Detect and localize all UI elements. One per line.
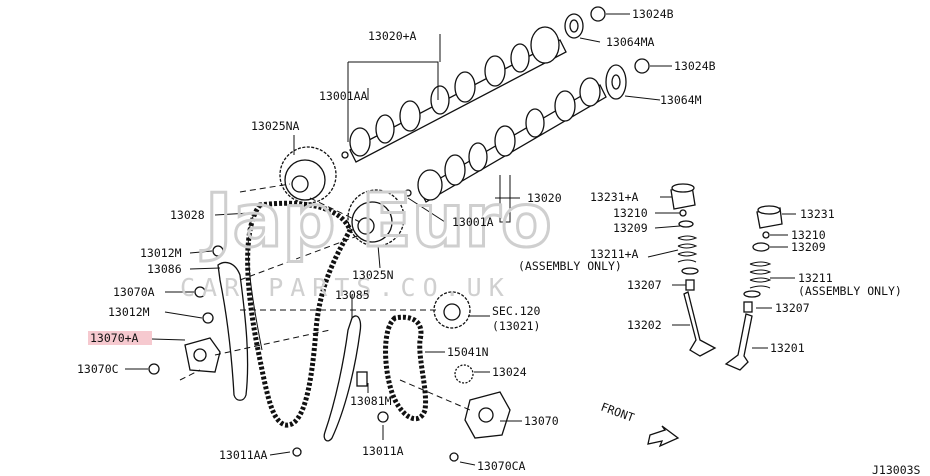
cam-sprocket-exhaust <box>347 189 405 247</box>
primary-timing-chain <box>245 200 353 428</box>
alignment-lines <box>179 183 471 411</box>
label-13070: 13070 <box>524 414 559 428</box>
label-13025na: 13025NA <box>251 119 300 133</box>
label-13070ca: 13070CA <box>477 459 526 473</box>
label-assembly-right: (ASSEMBLY ONLY) <box>798 284 902 298</box>
cam-bolt-mid <box>605 58 650 100</box>
label-13211: 13211 <box>798 271 833 285</box>
chain-guide-right <box>323 315 362 442</box>
label-13064ma: 13064MA <box>606 35 655 49</box>
label-13070a: 13070A <box>113 285 155 299</box>
secondary-timing-chain <box>383 314 429 422</box>
label-13209-left: 13209 <box>613 221 648 235</box>
bolts <box>148 245 459 462</box>
label-13064m: 13064M <box>660 93 702 107</box>
label-13202: 13202 <box>627 318 662 332</box>
intake-camshaft <box>341 26 567 163</box>
cam-sprocket-intake <box>279 146 337 204</box>
watermark-main: Jap Euro <box>200 178 552 264</box>
label-13012m-top: 13012M <box>140 246 182 260</box>
label-13001a: 13001A <box>452 215 494 229</box>
label-assembly-left: (ASSEMBLY ONLY) <box>518 259 622 273</box>
label-13201: 13201 <box>770 341 805 355</box>
label-13070c: 13070C <box>77 362 119 376</box>
label-diagram-id: J13003S <box>872 463 921 476</box>
front-arrow <box>647 425 680 448</box>
exhaust-camshaft <box>404 77 607 203</box>
label-13020a: 13020+A <box>368 29 417 43</box>
label-13011aa: 13011AA <box>219 448 268 462</box>
label-13086: 13086 <box>147 262 182 276</box>
label-13024b-top: 13024B <box>632 7 674 21</box>
label-13012m: 13012M <box>108 305 150 319</box>
tensioner-lower <box>464 391 511 439</box>
label-13085: 13085 <box>335 288 370 302</box>
chain-tensioner <box>184 337 221 373</box>
label-15041n: 15041N <box>447 345 489 359</box>
label-13001aa: 13001AA <box>319 89 368 103</box>
watermark-sub: CAR PARTS.CO.UK <box>180 273 511 302</box>
label-13081m: 13081M <box>350 394 392 408</box>
label-13028: 13028 <box>170 208 205 222</box>
label-13020: 13020 <box>527 191 562 205</box>
label-13209-right: 13209 <box>791 240 826 254</box>
label-13210-right: 13210 <box>791 228 826 242</box>
label-13231: 13231 <box>800 207 835 221</box>
label-13211a: 13211+A <box>590 247 639 261</box>
label-13025n: 13025N <box>352 268 394 282</box>
label-13210-left: 13210 <box>613 206 648 220</box>
exhaust-valve-assembly <box>724 205 783 371</box>
label-13011a: 13011A <box>362 444 404 458</box>
cam-bolt-top <box>564 6 606 39</box>
label-13070plusa: 13070+A <box>90 331 139 345</box>
label-13207-left: 13207 <box>627 278 662 292</box>
label-13024b-mid: 13024B <box>674 59 716 73</box>
intake-valve-assembly <box>670 183 717 357</box>
leader-lines <box>125 13 796 466</box>
chain-guide-left <box>217 261 249 401</box>
label-front: FRONT <box>599 400 636 425</box>
label-13024: 13024 <box>492 365 527 379</box>
part-highlight <box>88 331 152 345</box>
label-sec120: SEC.120 <box>492 304 541 318</box>
label-sec120-sub: (13021) <box>492 319 540 333</box>
label-13231a: 13231+A <box>590 190 639 204</box>
label-13207-right: 13207 <box>775 301 810 315</box>
oil-pump-sprocket <box>454 364 474 384</box>
